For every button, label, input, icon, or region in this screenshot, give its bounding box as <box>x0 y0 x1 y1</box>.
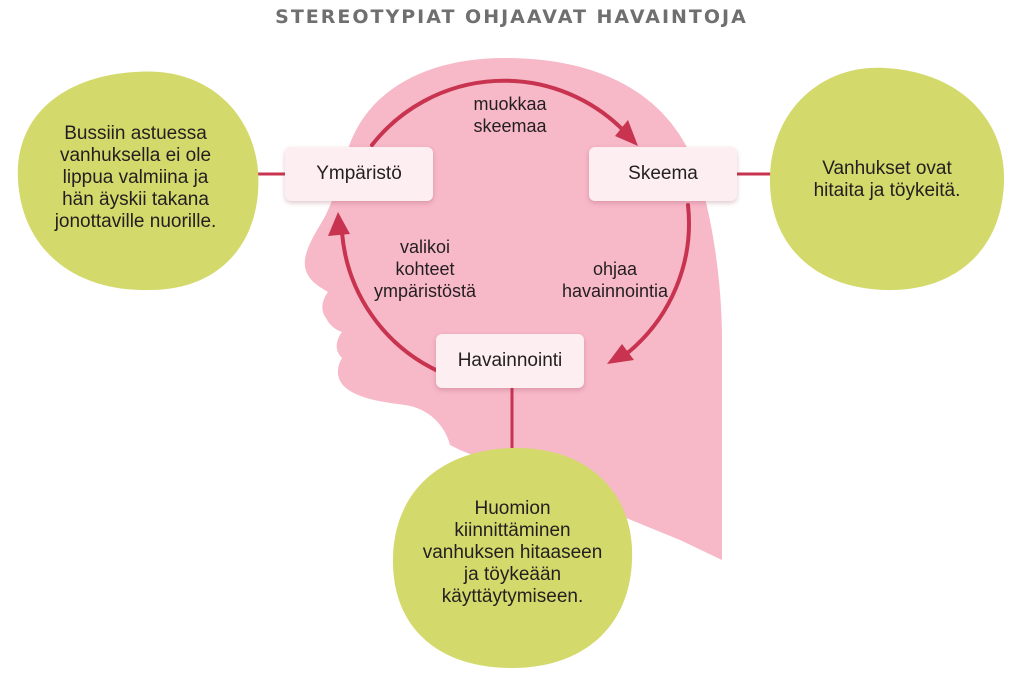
blob-observation-example <box>392 447 633 668</box>
blob-schema-example <box>769 67 1005 291</box>
label-modifies-schema: muokkaa skeemaa <box>473 94 547 136</box>
node-observation: Havainnointi <box>436 334 584 388</box>
arrow-selects-targets <box>340 230 442 374</box>
diagram-title: STEREOTYPIAT OHJAAVAT HAVAINTOJA <box>275 6 748 28</box>
label-selects-targets: valikoi kohteet ympäristöstä <box>373 237 477 301</box>
arrowhead-guides-observation <box>607 344 634 364</box>
node-schema: Skeema <box>589 147 737 201</box>
arrowhead-modifies-schema <box>615 120 638 146</box>
arrow-modifies-schema <box>370 78 627 147</box>
schema-example-text: Vanhukset ovat hitaita ja töykeitä. <box>813 158 961 201</box>
observation-example-text: Huomion kiinnittäminen vanhuksen hitaase… <box>422 498 603 607</box>
arrow-guides-observation <box>623 203 691 357</box>
blob-environment-example <box>17 71 259 291</box>
label-guides-observation: ohjaa havainnointia <box>561 259 669 301</box>
node-environment: Ympäristö <box>285 147 433 201</box>
environment-example-text: Bussiin astuessa vanhuksella ei ole lipp… <box>54 123 217 232</box>
arrowhead-selects-targets <box>328 212 350 236</box>
